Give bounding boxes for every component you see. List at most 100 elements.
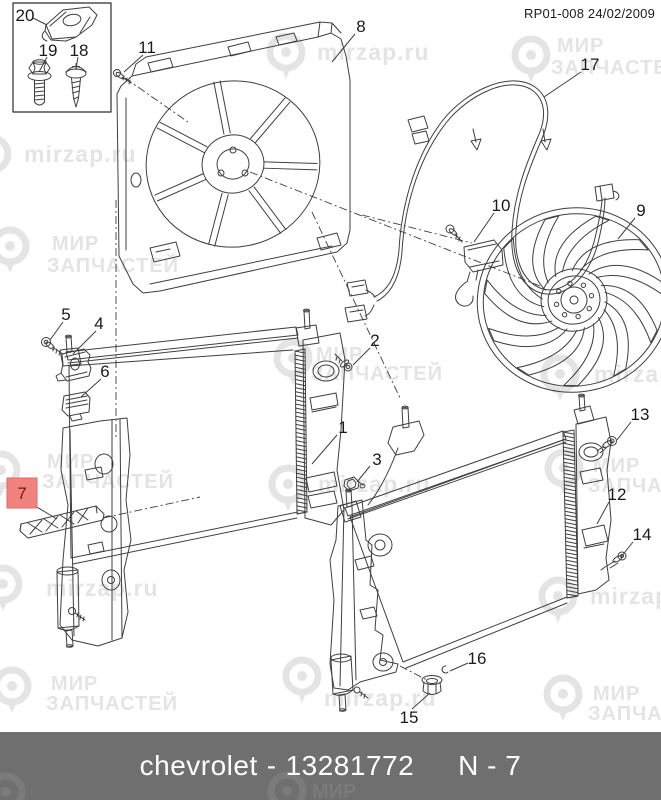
callout-15[interactable]: 15 bbox=[400, 692, 431, 727]
fastener-parts bbox=[334, 353, 627, 695]
callout-3[interactable]: 3 bbox=[356, 450, 382, 483]
callout-leader bbox=[38, 56, 48, 73]
watermark: mirzap.ru bbox=[538, 576, 661, 623]
mount-bracket-parts-4-5-6 bbox=[41, 337, 92, 422]
callout-label[interactable]: 9 bbox=[636, 201, 645, 220]
callout-1[interactable]: 1 bbox=[311, 418, 348, 465]
callout-label[interactable]: 6 bbox=[100, 362, 109, 381]
part-number: 13281772 bbox=[285, 750, 415, 781]
callout-leader bbox=[32, 17, 48, 26]
callout-leader bbox=[620, 541, 634, 558]
callout-label[interactable]: 2 bbox=[370, 331, 379, 350]
callout-label[interactable]: 3 bbox=[372, 450, 381, 469]
svg-text:МИР: МИР bbox=[593, 683, 640, 705]
svg-text:ЗАПЧАСТЕЙ: ЗАПЧАСТЕЙ bbox=[46, 691, 178, 715]
callout-label[interactable]: 19 bbox=[39, 41, 58, 60]
fan-hub-bolts bbox=[553, 280, 595, 320]
fan-blades bbox=[484, 215, 661, 387]
radiator-part-12 bbox=[329, 393, 612, 712]
callout-label[interactable]: 17 bbox=[581, 55, 600, 74]
callout-label[interactable]: 7 bbox=[17, 484, 26, 503]
radiator-part-1 bbox=[56, 308, 346, 648]
callout-label[interactable]: 13 bbox=[631, 405, 650, 424]
callout-leader bbox=[411, 692, 431, 710]
hardware-box bbox=[12, 2, 112, 113]
callout-18[interactable]: 18 bbox=[70, 41, 89, 70]
deflector-part-7 bbox=[19, 505, 105, 539]
callout-17[interactable]: 17 bbox=[543, 55, 600, 98]
callout-6[interactable]: 6 bbox=[80, 362, 110, 398]
callout-leader bbox=[80, 378, 102, 398]
footer-separator: - bbox=[266, 750, 277, 781]
callout-leader bbox=[75, 56, 79, 70]
svg-text:МИР: МИР bbox=[312, 781, 356, 800]
watermark: mirzap.ru bbox=[266, 32, 429, 79]
callout-label[interactable]: 5 bbox=[61, 305, 70, 324]
svg-text:МИР: МИР bbox=[557, 35, 604, 57]
callout-12[interactable]: 12 bbox=[596, 485, 627, 525]
bolt-part-11 bbox=[113, 69, 132, 85]
callout-8[interactable]: 8 bbox=[331, 17, 366, 63]
callout-label[interactable]: 8 bbox=[356, 17, 365, 36]
highlight-box[interactable] bbox=[6, 477, 38, 509]
callout-leader bbox=[449, 662, 469, 672]
callout-label[interactable]: 12 bbox=[608, 485, 627, 504]
callout-leader bbox=[352, 347, 371, 366]
callout-9[interactable]: 9 bbox=[617, 201, 646, 240]
brand-label: chevrolet bbox=[139, 750, 258, 781]
footer-text: chevrolet - 13281772 N - 7 bbox=[140, 750, 522, 782]
callout-leader bbox=[616, 421, 632, 441]
callout-13[interactable]: 13 bbox=[616, 405, 650, 441]
fan-shroud-part-8 bbox=[116, 21, 351, 294]
callout-label[interactable]: 14 bbox=[633, 525, 652, 544]
callout-leader bbox=[473, 212, 495, 243]
svg-text:mirzap.ru: mirzap.ru bbox=[590, 583, 661, 609]
svg-text:ЗАПЧАСТЕЙ: ЗАПЧАСТЕЙ bbox=[311, 361, 443, 385]
svg-text:ЗАПЧАСТЕЙ: ЗАПЧАСТЕЙ bbox=[47, 253, 179, 277]
footer-watermark: МИР bbox=[0, 771, 356, 800]
shroud-spokes bbox=[154, 80, 318, 247]
callout-label[interactable]: 10 bbox=[492, 196, 511, 215]
callout-16[interactable]: 16 bbox=[449, 649, 487, 672]
callout-label[interactable]: 11 bbox=[138, 38, 156, 57]
callout-20[interactable]: 20 bbox=[16, 6, 48, 26]
callout-leader bbox=[72, 330, 97, 355]
radiator-core-fins bbox=[562, 431, 579, 599]
callout-leader bbox=[596, 501, 610, 525]
callout-10[interactable]: 10 bbox=[473, 196, 511, 243]
watermark: mirzap.ru bbox=[540, 354, 661, 401]
callout-leader bbox=[356, 465, 371, 483]
callout-19[interactable]: 19 bbox=[38, 41, 58, 73]
page-reference: N - 7 bbox=[458, 750, 522, 781]
callout-leader bbox=[34, 505, 58, 520]
callout-label[interactable]: 18 bbox=[70, 41, 89, 60]
watermark: mirzap.ru bbox=[0, 564, 158, 611]
svg-text:МИР: МИР bbox=[316, 344, 363, 366]
callout-label[interactable]: 15 bbox=[400, 708, 419, 727]
callout-4[interactable]: 4 bbox=[72, 314, 104, 355]
doc-reference: RP01-008 24/02/2009 bbox=[523, 6, 655, 21]
callout-leader bbox=[331, 33, 356, 63]
svg-text:ЗАПЧАСТЕЙ: ЗАПЧАСТЕЙ bbox=[551, 55, 661, 79]
callout-label[interactable]: 1 bbox=[338, 418, 347, 437]
callout-5[interactable]: 5 bbox=[49, 305, 71, 341]
callout-leader bbox=[311, 434, 338, 465]
callout-label[interactable]: 4 bbox=[94, 314, 103, 333]
callout-11[interactable]: 11 bbox=[123, 38, 156, 73]
callout-leader bbox=[123, 54, 144, 73]
fan-resistor-part-10 bbox=[445, 224, 504, 307]
callout-label[interactable]: 20 bbox=[16, 6, 35, 25]
footer-bar: МИР chevrolet - 13281772 N - 7 bbox=[0, 732, 661, 800]
svg-text:ЗАПЧАСТЕЙ: ЗАПЧАСТЕЙ bbox=[588, 473, 661, 497]
callout-2[interactable]: 2 bbox=[352, 331, 380, 366]
callout-14[interactable]: 14 bbox=[620, 525, 652, 558]
svg-text:МИР: МИР bbox=[52, 233, 99, 255]
callout-label[interactable]: 16 bbox=[468, 649, 487, 668]
svg-text:МИР: МИР bbox=[593, 455, 640, 477]
callout-7[interactable]: 7 bbox=[6, 477, 58, 520]
